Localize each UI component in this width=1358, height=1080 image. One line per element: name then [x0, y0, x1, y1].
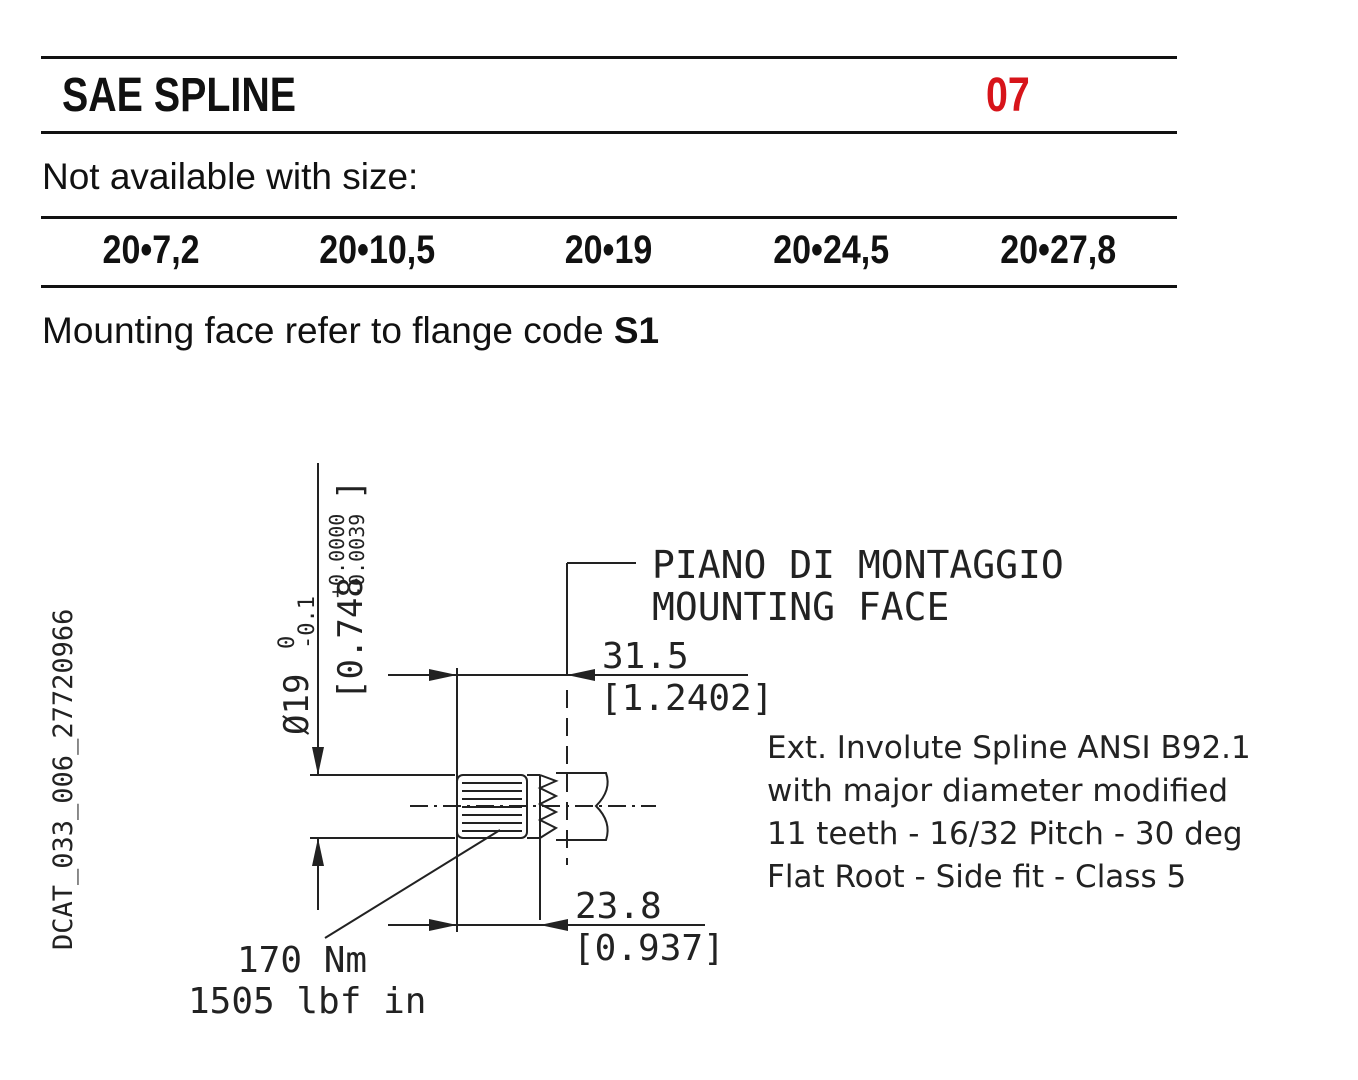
- spec-line: with major diameter modified: [767, 773, 1228, 809]
- mounting-face-leader: [566, 562, 636, 865]
- sizes-bottom-rule: [41, 285, 1177, 288]
- torque-imperial: 1505 lbf in: [188, 981, 426, 1022]
- dim-b-mm: 23.8: [575, 886, 662, 927]
- sizes-top-rule: [41, 216, 1177, 219]
- header-rule: [41, 131, 1177, 134]
- diameter-inch-tol-upper: +0.0000: [325, 514, 349, 598]
- dim-a-mm: 31.5: [602, 636, 689, 677]
- spec-line: Ext. Involute Spline ANSI B92.1: [767, 730, 1251, 766]
- page-title: SAE SPLINE: [62, 69, 297, 122]
- dim-a-inch: [1.2402]: [600, 678, 773, 719]
- size-item: 20•27,8: [1000, 228, 1117, 272]
- availability-label: Not available with size:: [42, 156, 419, 197]
- size-list: 20•7,2 20•10,5 20•19 20•24,5 20•27,8: [41, 228, 1177, 278]
- diameter-inch-value: [0.748: [331, 577, 371, 700]
- size-item: 20•24,5: [773, 228, 890, 272]
- diameter-value: Ø19: [277, 674, 317, 735]
- arrow-up-icon: [312, 838, 324, 866]
- mounting-face-label-en: MOUNTING FACE: [652, 585, 949, 629]
- torque-metric: 170 Nm: [237, 940, 367, 981]
- torque-leader: [324, 829, 501, 939]
- size-item: 20•7,2: [102, 228, 200, 272]
- spec-line: Flat Root - Side fit - Class 5: [767, 859, 1186, 895]
- diameter-inch-close: ]: [331, 480, 371, 500]
- size-item: 20•10,5: [319, 228, 436, 272]
- diameter-label: Ø19 0 -0.1: [275, 596, 320, 735]
- dim-b-inch: [0.937]: [573, 928, 725, 969]
- diameter-inch-label: [0.748 +0.0000 -0.0039 ]: [325, 480, 371, 700]
- spec-line: 11 teeth - 16/32 Pitch - 30 deg: [767, 816, 1243, 852]
- arrow-right-icon: [429, 919, 457, 931]
- arrow-right-icon: [429, 669, 457, 681]
- size-item: 20•19: [564, 228, 653, 272]
- mounting-note: Mounting face refer to flange code S1: [42, 310, 659, 352]
- arrow-left-icon: [540, 919, 568, 931]
- top-rule: [41, 56, 1177, 59]
- diameter-tol-lower: -0.1: [295, 596, 320, 649]
- arrow-left-icon: [567, 669, 595, 681]
- option-code: 07: [986, 69, 1030, 122]
- arrow-down-icon: [312, 747, 324, 775]
- diameter-inch-tol-lower: -0.0039: [345, 514, 369, 598]
- mounting-face-label-it: PIANO DI MONTAGGIO: [652, 543, 1064, 587]
- flange-code: S1: [613, 310, 660, 351]
- spline-body: [456, 772, 609, 920]
- mounting-note-text: Mounting face refer to flange code: [42, 310, 614, 351]
- diameter-tol-upper: 0: [275, 636, 300, 649]
- drawing-id: DCAT_033_006_27720966: [48, 609, 79, 950]
